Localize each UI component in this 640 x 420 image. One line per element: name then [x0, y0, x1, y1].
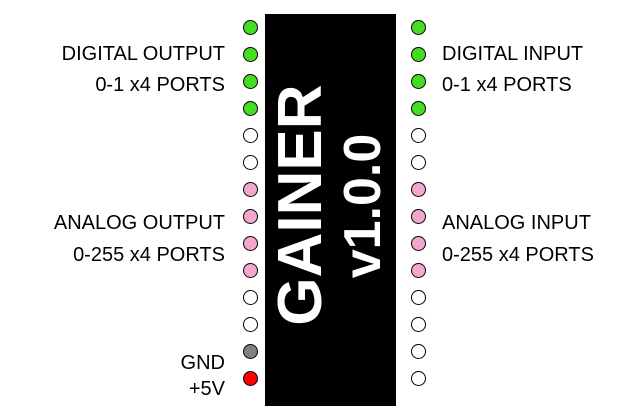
left-pin-3-digital [242, 74, 258, 89]
gnd-label: GND [180, 352, 225, 374]
right-pin-6-empty [410, 155, 426, 170]
analog-output-ports: 0-255 x4 PORTS [73, 244, 225, 266]
right-pin-12-empty [410, 317, 426, 332]
power-label: +5V [188, 378, 225, 400]
left-pin-13-gnd [242, 344, 258, 359]
left-pin-8-analog [242, 209, 258, 224]
right-pin-10-analog [410, 263, 426, 278]
right-pin-3-digital [410, 74, 426, 89]
digital-input-ports: 0-1 x4 PORTS [442, 74, 572, 96]
left-pin-7-analog [242, 182, 258, 197]
right-pin-9-analog [410, 236, 426, 251]
right-pin-7-analog [410, 182, 426, 197]
left-pin-1-digital [242, 20, 258, 35]
left-pin-14-power [242, 371, 258, 386]
left-pin-11-empty [242, 290, 258, 305]
left-pin-12-empty [242, 317, 258, 332]
analog-output-title: ANALOG OUTPUT [53, 212, 225, 234]
right-pin-8-analog [410, 209, 426, 224]
right-pin-5-empty [410, 128, 426, 143]
right-pin-13-empty [410, 344, 426, 359]
analog-input-title: ANALOG INPUT [442, 212, 591, 234]
chip-body: GAINER v1.0.0 [265, 14, 396, 406]
digital-output-title: DIGITAL OUTPUT [61, 43, 225, 65]
left-pin-5-empty [242, 128, 258, 143]
analog-input-ports: 0-255 x4 PORTS [442, 244, 594, 266]
left-pin-4-digital [242, 101, 258, 116]
right-pin-14-empty [410, 371, 426, 386]
right-pin-2-digital [410, 47, 426, 62]
left-pin-9-analog [242, 236, 258, 251]
chip-name: GAINER [266, 84, 335, 326]
left-pin-2-digital [242, 47, 258, 62]
left-pin-6-empty [242, 155, 258, 170]
chip-version: v1.0.0 [334, 133, 392, 279]
left-pin-10-analog [242, 263, 258, 278]
right-pin-4-digital [410, 101, 426, 116]
right-pin-11-empty [410, 290, 426, 305]
right-pin-1-digital [410, 20, 426, 35]
digital-output-ports: 0-1 x4 PORTS [95, 74, 225, 96]
digital-input-title: DIGITAL INPUT [442, 43, 584, 65]
